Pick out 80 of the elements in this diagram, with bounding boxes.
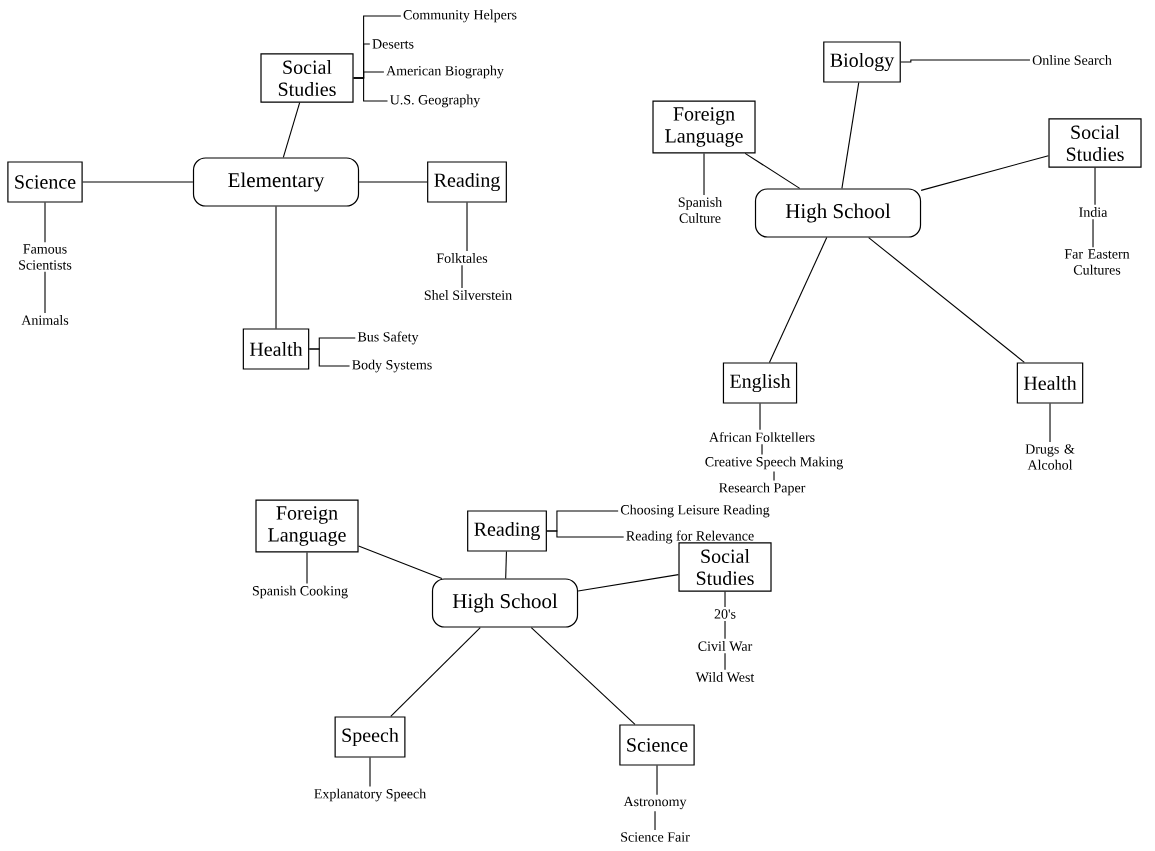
connector-line <box>1049 403 1051 443</box>
topic-label: Drugs & Alcohol <box>1025 444 1075 470</box>
rounded-box: Elementary <box>192 157 360 207</box>
connector-line <box>505 551 507 579</box>
subject-box: English <box>722 362 798 404</box>
topic-label: Wild West <box>695 672 755 682</box>
connector-line <box>724 620 726 640</box>
topic-label: American Biography <box>386 65 504 79</box>
connector-line <box>82 181 194 183</box>
connector-line <box>759 403 761 431</box>
topic-label: U.S. Geography <box>390 94 481 108</box>
connector-line <box>920 155 1049 191</box>
topic-label: Spanish Culture <box>678 197 722 223</box>
topic-label: 20's <box>714 609 736 619</box>
connector-line <box>577 574 679 592</box>
rounded-box: High School <box>431 578 579 628</box>
topic-label: Spanish Cooking <box>252 585 348 599</box>
subject-box: Reading <box>467 510 547 552</box>
subject-box: Health <box>242 328 310 370</box>
connector-line <box>761 443 763 455</box>
topic-label: Reading for Relevance <box>626 530 754 544</box>
subject-box: Foreign Language <box>255 499 359 553</box>
connector-line <box>654 810 656 831</box>
subject-box: Health <box>1016 362 1084 404</box>
connector-line <box>44 202 46 243</box>
connector-line <box>306 551 308 584</box>
subject-box: Biology <box>823 41 901 83</box>
connector-line <box>546 530 625 538</box>
subject-box: Social Studies <box>1048 118 1142 168</box>
topic-label: India <box>1079 207 1108 217</box>
topic-label: Community Helpers <box>403 9 517 23</box>
connector-line <box>724 591 726 608</box>
connector-line <box>461 264 463 289</box>
topic-label: Body Systems <box>352 359 432 373</box>
topic-label: Explanatory Speech <box>314 788 426 802</box>
subject-box: Speech <box>334 716 406 758</box>
connector-line <box>703 152 705 196</box>
rounded-box: High School <box>754 188 922 238</box>
connector-line <box>841 82 860 189</box>
connector-line <box>1094 167 1096 206</box>
topic-label: Shel Silverstein <box>424 290 512 300</box>
connector-line <box>353 77 389 102</box>
subject-box: Reading <box>427 161 507 203</box>
connector-line <box>390 627 481 717</box>
connector-line <box>466 202 468 252</box>
topic-label: Far Eastern Cultures <box>1064 249 1130 275</box>
connector-line <box>282 102 301 158</box>
connector-line <box>308 348 351 367</box>
subject-box: Social Studies <box>678 542 772 592</box>
subject-box: Foreign Language <box>652 100 756 154</box>
topic-label: Animals <box>21 315 69 325</box>
connector-line <box>768 237 828 363</box>
topic-label: Bus Safety <box>357 331 419 345</box>
connector-line <box>900 59 1031 63</box>
connector-line <box>530 627 636 725</box>
connector-line <box>369 757 371 787</box>
topic-label: Creative Speech Making <box>705 456 843 470</box>
topic-label: Deserts <box>372 39 414 49</box>
subject-box: Science <box>7 161 83 203</box>
topic-label: Astronomy <box>623 796 687 810</box>
connector-line <box>44 271 46 314</box>
topic-label: Folktales <box>436 253 488 263</box>
connector-line <box>868 237 1025 363</box>
topic-label: Online Search <box>1032 55 1112 65</box>
connector-line <box>773 471 775 481</box>
connector-line <box>656 765 658 796</box>
subject-box: Social Studies <box>260 53 354 103</box>
connector-line <box>275 206 277 329</box>
topic-label: Choosing Leisure Reading <box>620 504 770 518</box>
connector-line <box>358 545 443 579</box>
topic-label: Science Fair <box>621 832 690 842</box>
topic-label: African Folktellers <box>709 432 815 442</box>
topic-label: Famous Scientists <box>19 244 72 270</box>
connector-line <box>358 181 428 183</box>
topic-label: Research Paper <box>719 482 806 496</box>
connector-line <box>1092 218 1094 248</box>
subject-box: Science <box>619 724 695 766</box>
connector-line <box>724 652 726 671</box>
connector-line <box>744 152 801 189</box>
topic-label: Civil War <box>698 641 753 651</box>
